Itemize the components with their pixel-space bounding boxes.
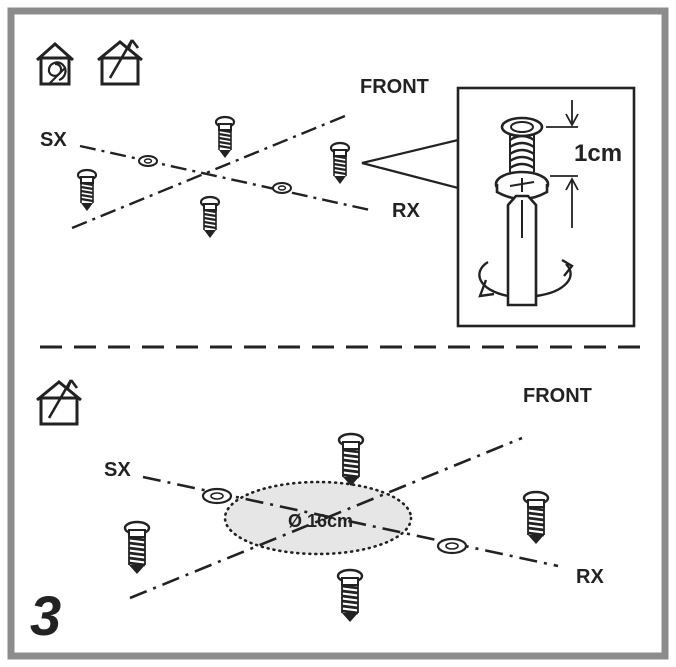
house-arrow-icon-bottom xyxy=(36,379,82,426)
bottom-mount-hole-left xyxy=(201,487,233,505)
bottom-front-label: FRONT xyxy=(523,385,592,407)
bottom-mount-hole-right xyxy=(436,537,468,555)
house-spiral-icon xyxy=(36,41,74,86)
bottom-sx-label: SX xyxy=(104,459,131,481)
top-axis-lines xyxy=(71,114,371,230)
diameter-ellipse xyxy=(223,480,413,556)
house-arrow-icon xyxy=(97,39,143,86)
bottom-rx-label: RX xyxy=(576,566,604,588)
top-front-label: FRONT xyxy=(360,76,429,98)
top-sx-label: SX xyxy=(40,129,67,151)
top-rx-label: RX xyxy=(392,200,420,222)
detail-distance-label: 1cm xyxy=(574,140,622,167)
diameter-label: Ø 16cm xyxy=(288,511,353,531)
detail-box xyxy=(456,86,636,328)
top-mount-hole-left xyxy=(138,155,158,167)
top-mount-hole-right xyxy=(272,182,292,194)
step-number: 3 xyxy=(30,584,61,647)
